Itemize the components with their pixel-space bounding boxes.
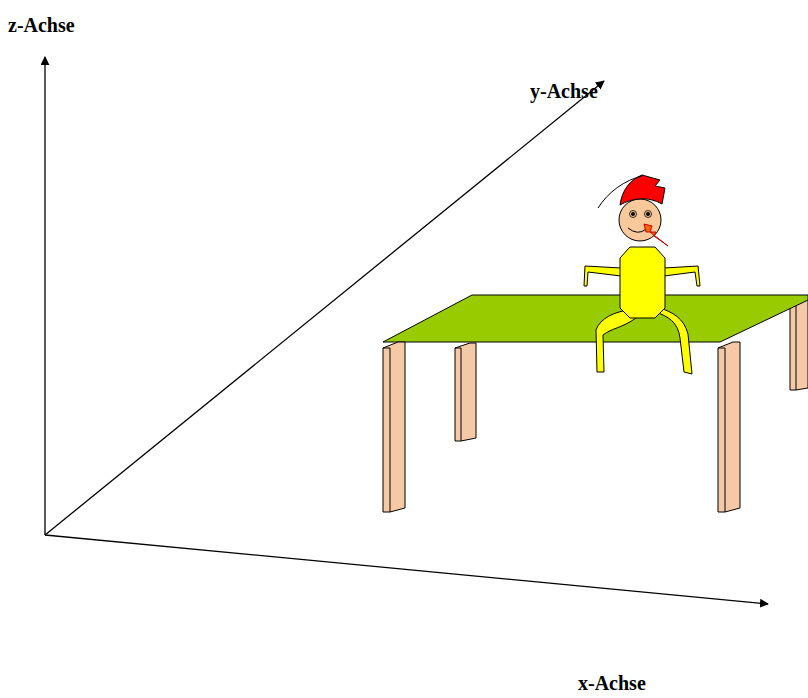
table-leg xyxy=(383,342,405,512)
gnome-figure xyxy=(584,175,700,374)
x-axis xyxy=(45,535,768,604)
table-top xyxy=(383,295,808,342)
table-leg xyxy=(455,343,476,441)
axis-label: y-Achse xyxy=(530,80,598,102)
table-leg xyxy=(718,342,740,512)
axis-label: x-Achse xyxy=(578,672,646,694)
table-leg xyxy=(790,298,808,390)
axis-label: z-Achse xyxy=(8,14,75,36)
z-axis xyxy=(44,57,45,535)
